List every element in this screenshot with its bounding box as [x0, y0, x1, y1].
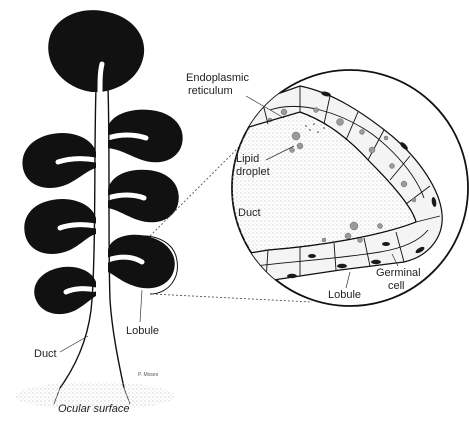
label-lobule-inset: Lobule: [328, 289, 361, 301]
label-endoplasmic-reticulum-2: reticulum: [188, 85, 233, 97]
label-duct-main: Duct: [34, 348, 57, 360]
lobule-top: [48, 10, 144, 92]
label-ocular-surface: Ocular surface: [58, 403, 130, 415]
label-endoplasmic-reticulum-1: Endoplasmic: [186, 72, 249, 84]
label-germinal-cell-1: Germinal: [376, 267, 421, 279]
label-lobule-main: Lobule: [126, 325, 159, 337]
magnified-inset: [228, 70, 468, 306]
label-lipid-droplet-1: Lipid: [236, 153, 259, 165]
artist-signature: P. Moses: [138, 372, 159, 378]
label-duct-inset: Duct: [238, 207, 261, 219]
label-germinal-cell-2: cell: [388, 280, 405, 292]
label-lipid-droplet-2: droplet: [236, 166, 270, 178]
